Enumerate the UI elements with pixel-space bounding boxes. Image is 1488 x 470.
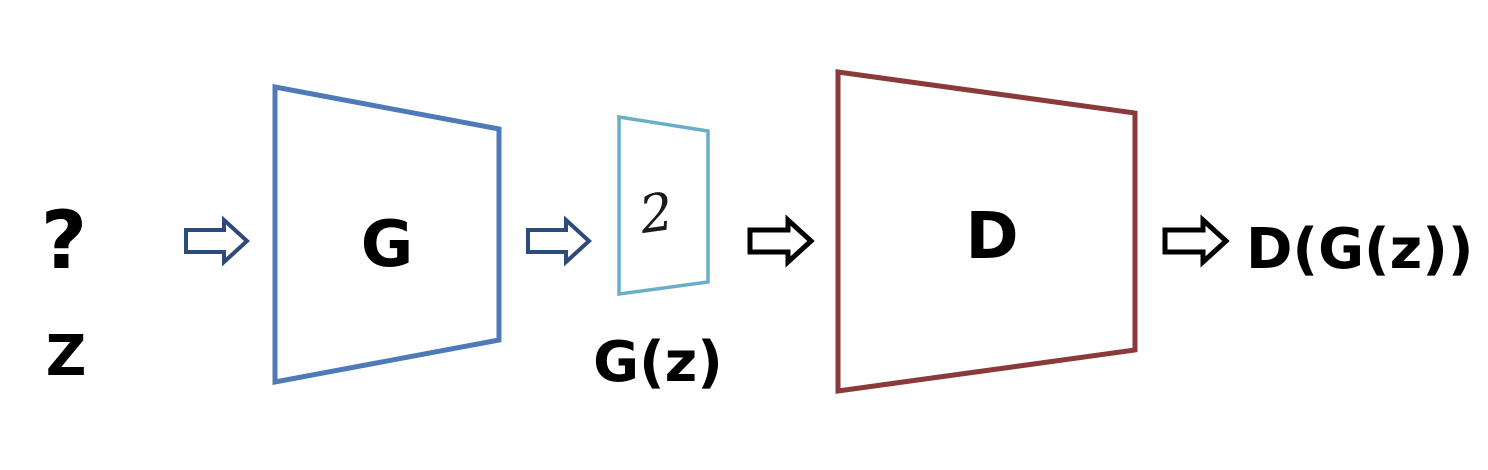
- input-z-label: Z: [46, 324, 87, 389]
- arrow-right-icon: [1162, 214, 1230, 268]
- arrow-right-icon: [526, 215, 592, 267]
- generated-sample-label: G(z): [593, 330, 723, 395]
- arrow-right-icon: [747, 214, 815, 268]
- output-label: D(G(z)): [1246, 217, 1473, 282]
- discriminator-block: [835, 69, 1138, 394]
- generator-block: [272, 83, 502, 386]
- arrow-right-icon: [184, 215, 250, 267]
- generator-label: G: [361, 208, 414, 282]
- question-mark-symbol: ?: [41, 194, 87, 287]
- generated-sample-frame: [617, 114, 710, 297]
- discriminator-label: D: [965, 200, 1018, 274]
- handwritten-digit-image: 2: [635, 182, 677, 246]
